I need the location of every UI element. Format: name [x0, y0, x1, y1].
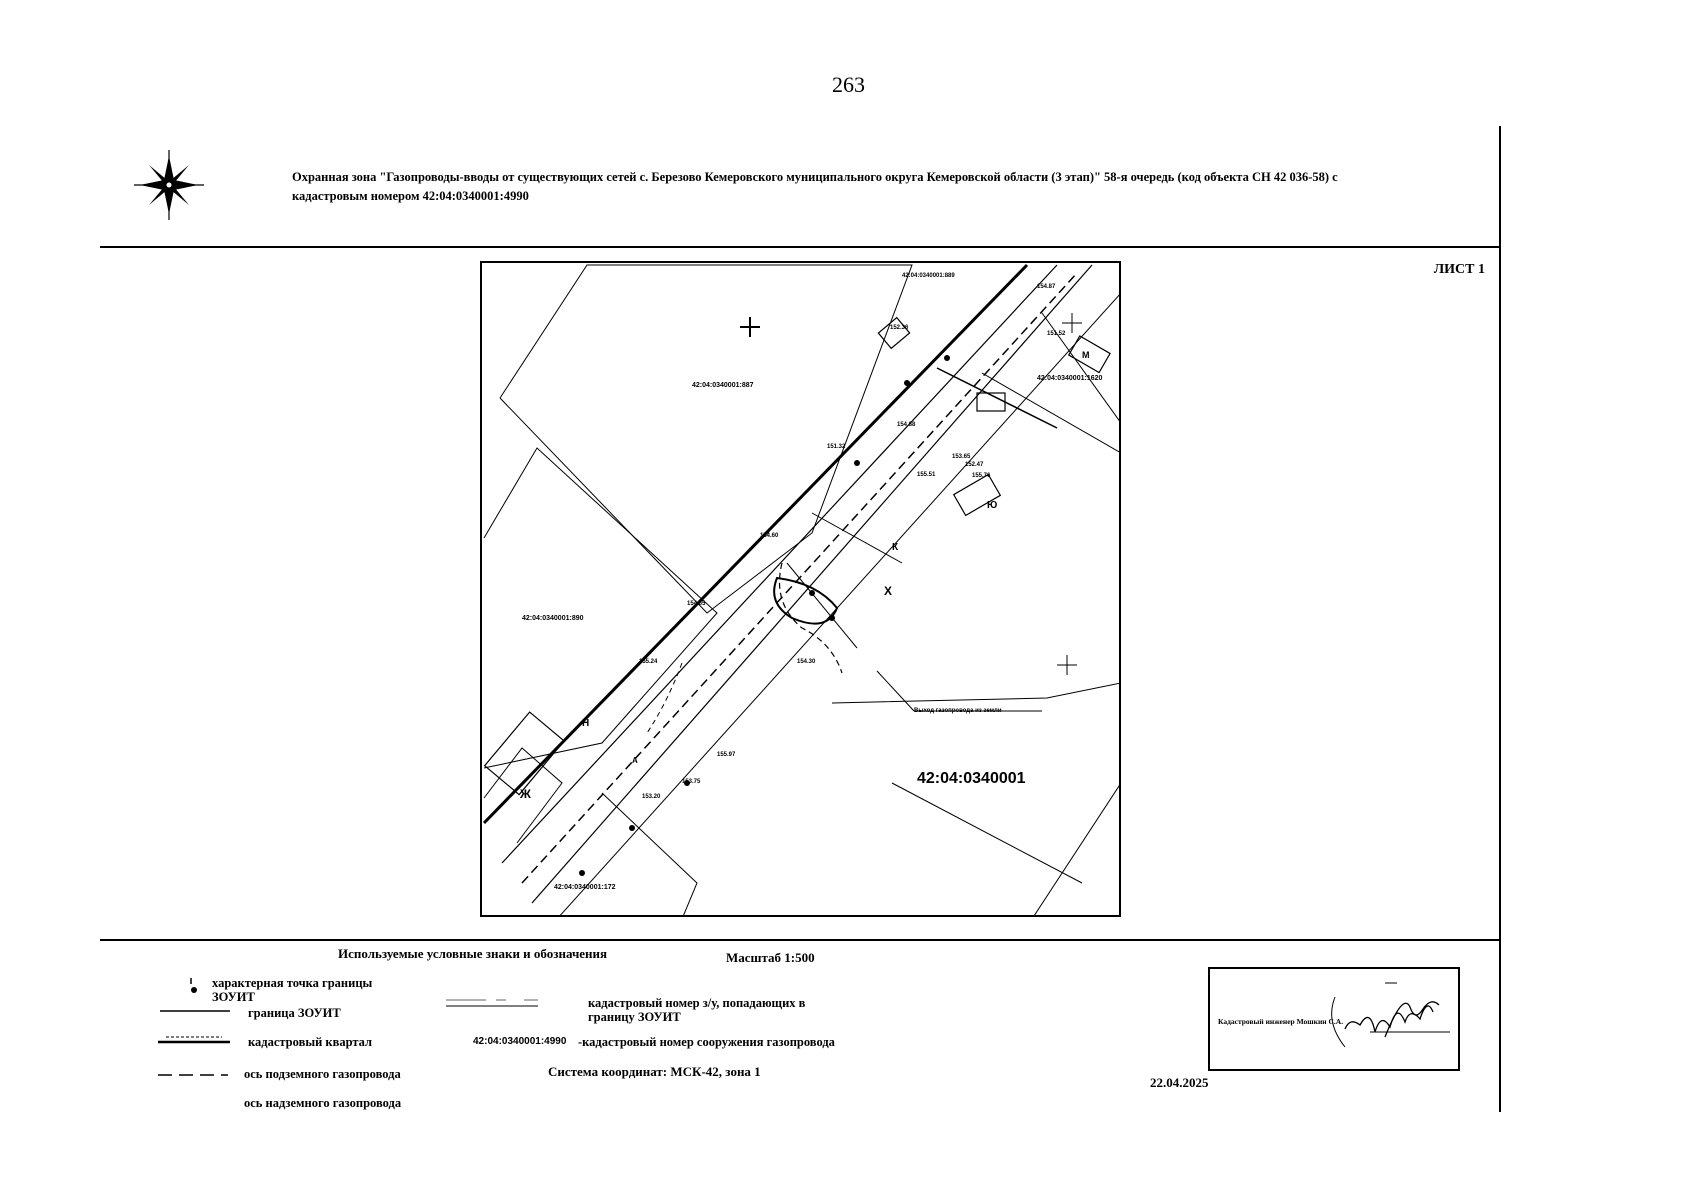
svg-text:154.87: 154.87 [1037, 284, 1056, 290]
svg-text:155.24: 155.24 [639, 659, 658, 665]
scale-label: Масштаб 1:500 [726, 950, 815, 965]
parcel-boundary-bottom [1034, 785, 1119, 915]
parcel-label-top-edge[interactable]: 42:04:0340001:889 [902, 273, 955, 279]
road-edge-3 [531, 264, 1093, 904]
svg-text:153.65: 153.65 [952, 454, 971, 460]
underground-gas-axis [521, 272, 1078, 884]
legend-aboveground-axis: ось надземного газопровода [244, 1096, 402, 1110]
area-label-a: А [632, 756, 638, 765]
parcel-boundary-lower-right [831, 682, 1119, 704]
legend-heading: Используемые условные знаки и обозначени… [338, 946, 608, 961]
coordinate-system: Система координат: МСК-42, зона 1 [548, 1064, 761, 1079]
legend-cadastral-quarter: кадастровый квартал [248, 1035, 373, 1049]
title-line-1: Охранная зона "Газопроводы-вводы от суще… [292, 170, 1338, 184]
road-edge-4 [559, 294, 1119, 915]
grid-cross-3 [1062, 313, 1082, 333]
signature-icon [1331, 982, 1450, 1048]
legend-underground-axis: ось подземного газопровода [244, 1067, 401, 1081]
svg-text:153.75: 153.75 [682, 779, 701, 785]
parcel-boundary-b [601, 792, 698, 915]
grid-cross-1 [740, 317, 760, 337]
area-label-n: Н [582, 718, 589, 729]
area-label-kh: Х [884, 584, 892, 598]
parcel-boundary-right [981, 312, 1119, 453]
legend-zouit-boundary: граница ЗОУИТ [248, 1006, 341, 1020]
parcel-boundary-diag [891, 782, 1083, 884]
parcel-label-bottom[interactable]: 42:04:0340001:172 [554, 884, 616, 891]
legend-parcel-number-desc: кадастровый номер з/у, попадающих в гран… [588, 996, 806, 1024]
area-label-zh: Ж [519, 787, 531, 801]
area-label-m: М [1082, 350, 1090, 360]
grid-cross-2 [1057, 655, 1077, 675]
svg-text:151.52: 151.52 [1047, 331, 1066, 337]
legend-structure-number-desc: -кадастровый номер сооружения газопровод… [578, 1035, 835, 1049]
legend-structure-number-value: 42:04:0340001:4990 [473, 1036, 567, 1047]
svg-text:154.60: 154.60 [760, 533, 779, 539]
zouit-boundary-line-icon [160, 1010, 230, 1012]
zouit-boundary [773, 576, 839, 625]
parcel-number-sample-icon [446, 999, 538, 1007]
underground-gas-branch [778, 562, 843, 674]
svg-text:154.30: 154.30 [797, 659, 816, 665]
building-4 [952, 473, 1002, 517]
cadastral-map[interactable]: 42:04:0340001:887 42:04:0340001:890 42:0… [480, 261, 1121, 917]
quarter-label: 42:04:0340001 [917, 770, 1026, 787]
stamp-text: Кадастровый инженер Мошкин С.А. [1218, 1017, 1344, 1026]
page-number: 263 [832, 72, 865, 97]
building-5 [877, 316, 911, 350]
dimension-labels: 154.87 151.52 152.36 154.88 153.65 151.3… [639, 284, 1066, 800]
characteristic-points [579, 355, 950, 876]
underground-axis-line-icon [158, 1074, 228, 1076]
document-date: 22.04.2025 [1150, 1075, 1209, 1090]
parcel-label-top[interactable]: 42:04:0340001:887 [692, 382, 754, 389]
title-line-2: кадастровым номером 42:04:0340001:4990 [292, 189, 529, 203]
building-2 [1067, 335, 1111, 374]
building-1 [483, 711, 565, 796]
compass-rose-icon [134, 150, 204, 220]
engineer-stamp: Кадастровый инженер Мошкин С.А. [1208, 967, 1460, 1071]
parcel-label-right-top[interactable]: 42:04:0340001:1620 [1037, 375, 1102, 382]
svg-text:155.51: 155.51 [917, 472, 936, 478]
svg-text:155.97: 155.97 [717, 752, 736, 758]
building-3 [976, 392, 1006, 412]
svg-text:154.88: 154.88 [897, 422, 916, 428]
parcel-label-left[interactable]: 42:04:0340001:890 [522, 615, 584, 622]
cadastral-quarter-line-icon [158, 1036, 230, 1044]
road-edge-1 [482, 263, 1029, 825]
svg-text:152.36: 152.36 [890, 325, 909, 331]
svg-text:152.47: 152.47 [965, 462, 984, 468]
svg-text:151.32: 151.32 [827, 444, 846, 450]
sheet-label: ЛИСТ 1 [1433, 262, 1485, 277]
area-label-yu: Ю [987, 500, 997, 511]
road-edge-2 [501, 264, 1058, 864]
parcel-boundary-top [499, 264, 913, 614]
characteristic-point-icon [190, 978, 197, 993]
svg-text:153.20: 153.20 [642, 794, 661, 800]
document-title: Охранная зона "Газопроводы-вводы от суще… [292, 168, 1432, 206]
legend-characteristic-point: характерная точка границы ЗОУИТ [212, 976, 373, 1004]
area-label-k: К [892, 542, 899, 553]
svg-text:155.76: 155.76 [972, 473, 991, 479]
parcel-boundary-left [483, 447, 718, 769]
svg-text:154.65: 154.65 [687, 601, 706, 607]
